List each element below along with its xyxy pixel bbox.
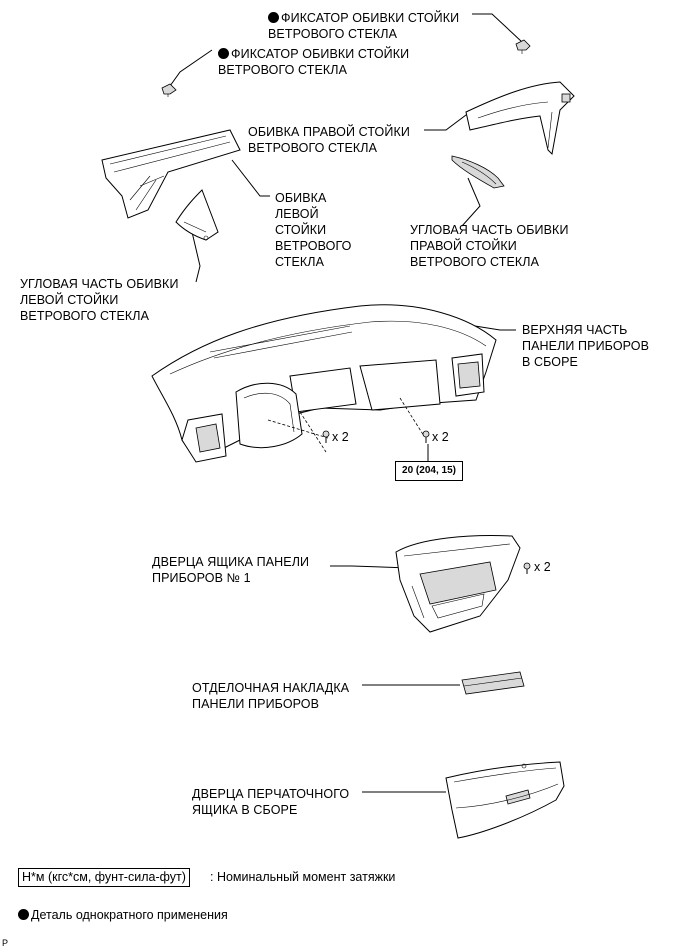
glove-box-part bbox=[445, 761, 565, 839]
label-clip-left-text: ФИКСАТОР ОБИВКИ СТОЙКИ ВЕТРОВОГО СТЕКЛА bbox=[218, 47, 410, 77]
box-door-part bbox=[395, 535, 521, 633]
left-pillar-garnish-part bbox=[101, 129, 241, 219]
legend-single-use-text: Деталь однократного применения bbox=[31, 908, 228, 922]
left-corner-piece-part bbox=[175, 189, 219, 241]
qty-screws-right: x 2 bbox=[432, 430, 449, 444]
screw-icon-right bbox=[422, 430, 430, 443]
label-corner-left: УГЛОВАЯ ЧАСТЬ ОБИВКИ ЛЕВОЙ СТОЙКИ ВЕТРОВ… bbox=[20, 277, 179, 323]
qty-screws-box: x 2 bbox=[534, 560, 551, 574]
label-glove-box: ДВЕРЦА ПЕРЧАТОЧНОГО ЯЩИКА В СБОРЕ bbox=[192, 787, 350, 817]
label-clip-right-text: ФИКСАТОР ОБИВКИ СТОЙКИ ВЕТРОВОГО СТЕКЛА bbox=[268, 11, 460, 41]
label-finish-plate: ОТДЕЛОЧНАЯ НАКЛАДКА ПАНЕЛИ ПРИБОРОВ bbox=[192, 681, 350, 711]
right-pillar-garnish-part bbox=[465, 81, 575, 156]
legend-single-use: Деталь однократного применения bbox=[18, 908, 228, 922]
right-corner-piece-part bbox=[451, 155, 505, 189]
upper-instrument-panel-part bbox=[151, 304, 497, 463]
label-clip-left: ФИКСАТОР ОБИВКИ СТОЙКИ ВЕТРОВОГО СТЕКЛА bbox=[218, 46, 409, 78]
single-use-bullet-icon bbox=[268, 12, 279, 23]
single-use-bullet-icon bbox=[18, 909, 29, 920]
screw-icon-box bbox=[523, 562, 531, 574]
label-pillar-left: ОБИВКА ЛЕВОЙ СТОЙКИ ВЕТРОВОГО СТЕКЛА bbox=[275, 191, 352, 269]
label-corner-right: УГЛОВАЯ ЧАСТЬ ОБИВКИ ПРАВОЙ СТОЙКИ ВЕТРО… bbox=[410, 223, 569, 269]
label-pillar-right: ОБИВКА ПРАВОЙ СТОЙКИ ВЕТРОВОГО СТЕКЛА bbox=[248, 125, 410, 155]
corner-mark: P bbox=[2, 938, 9, 948]
finish-plate-part bbox=[461, 671, 525, 695]
qty-screws-left: x 2 bbox=[332, 430, 349, 444]
legend-torque-desc: : Номинальный момент затяжки bbox=[210, 870, 396, 884]
single-use-bullet-icon bbox=[218, 48, 229, 59]
screw-icon-left bbox=[322, 430, 330, 443]
label-box-door: ДВЕРЦА ЯЩИКА ПАНЕЛИ ПРИБОРОВ № 1 bbox=[152, 555, 310, 585]
legend-torque-unit: Н*м (кгс*см, фунт-сила-фут) bbox=[18, 868, 190, 887]
label-clip-right: ФИКСАТОР ОБИВКИ СТОЙКИ ВЕТРОВОГО СТЕКЛА bbox=[268, 10, 459, 42]
label-upper-panel: ВЕРХНЯЯ ЧАСТЬ ПАНЕЛИ ПРИБОРОВ В СБОРЕ bbox=[522, 323, 650, 369]
leader-lines bbox=[169, 13, 523, 793]
torque-spec-box: 20 (204, 15) bbox=[395, 461, 463, 481]
clip-left-part bbox=[161, 83, 177, 97]
clip-right-part bbox=[515, 39, 531, 54]
